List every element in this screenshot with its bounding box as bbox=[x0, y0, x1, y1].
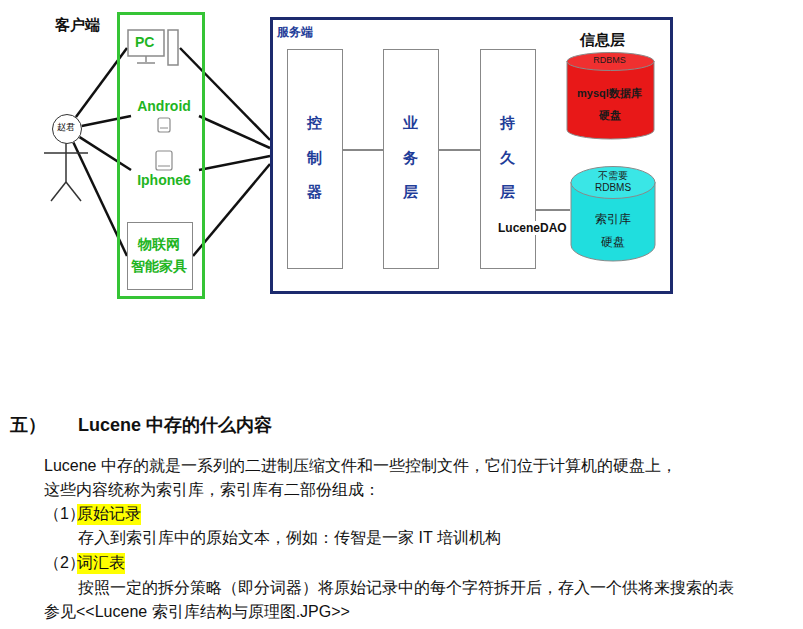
body-text: 按照一定的拆分策略（即分词器）将原始记录中的每个字符拆开后，存入一个供将来搜索的… bbox=[78, 578, 734, 599]
node-body: 索引库 硬盘 bbox=[590, 208, 636, 254]
phone-button-line bbox=[158, 166, 170, 167]
node-title: Iphone6 bbox=[131, 172, 197, 188]
layer-heading: 信息层 bbox=[580, 31, 625, 50]
index-library-cylinder: 不需要 RDBMS 索引库 硬盘 bbox=[570, 166, 656, 262]
node-title: 客户端 bbox=[55, 16, 100, 35]
connector-line bbox=[199, 156, 270, 170]
connector-label: LuceneDAO bbox=[497, 221, 568, 235]
node-title: 赵君 bbox=[53, 115, 78, 140]
iphone-device: Iphone6 bbox=[131, 150, 199, 190]
node-title: PC bbox=[135, 34, 154, 50]
connector-line bbox=[180, 48, 270, 140]
body-text: 这些内容统称为索引库，索引库有二部份组成： bbox=[44, 480, 380, 501]
section-number: 五） bbox=[10, 413, 46, 437]
node-title: 持久层 bbox=[500, 106, 515, 210]
client-group-box: PCAndroidIphone6物联网 智能家具客户端 bbox=[117, 12, 205, 299]
highlighted-term: 原始记录 bbox=[77, 504, 141, 525]
stick-figure bbox=[44, 142, 88, 201]
phone-outline bbox=[156, 151, 172, 170]
body-text: Lucene 中存的就是一系列的二进制压缩文件和一些控制文件，它们位于计算机的硬… bbox=[44, 456, 677, 477]
phone-outline bbox=[158, 118, 170, 132]
cylinder-top bbox=[567, 53, 654, 71]
section-heading: Lucene 中存的什么内容 bbox=[78, 413, 272, 437]
connector-line bbox=[82, 116, 131, 126]
figure-arms bbox=[44, 152, 88, 154]
phone-button-line bbox=[160, 128, 168, 129]
node-title: 物联网 智能家具 bbox=[128, 233, 190, 278]
service-layer-box: 业务层 bbox=[383, 49, 439, 269]
connector-line bbox=[343, 150, 383, 151]
connector-line bbox=[536, 210, 570, 211]
node-title: 不需要 RDBMS bbox=[588, 170, 638, 194]
pc-tower bbox=[168, 30, 178, 65]
body-text: 存入到索引库中的原始文本，例如：传智是一家 IT 培训机构 bbox=[78, 528, 501, 549]
node-body: mysql数据库 硬盘 bbox=[574, 82, 645, 126]
node-title: Android bbox=[131, 98, 197, 114]
body-text: 参见<<Lucene 索引库结构与原理图.JPG>> bbox=[44, 602, 350, 623]
figure-body bbox=[65, 142, 67, 182]
monitor-outline bbox=[128, 30, 164, 56]
monitor-base bbox=[137, 62, 155, 64]
persistence-layer-box: 持久层 bbox=[480, 49, 536, 269]
figure-leg bbox=[66, 182, 81, 201]
controller-layer-box: 控制器 bbox=[287, 49, 343, 269]
iot-device-box: 物联网 智能家具 bbox=[127, 222, 193, 290]
pc-device: PC bbox=[127, 29, 180, 67]
node-title: 服务端 bbox=[277, 24, 313, 41]
node-title: 控制器 bbox=[307, 106, 322, 210]
monitor-stand bbox=[145, 56, 147, 62]
connector-line bbox=[199, 116, 270, 148]
cylinder-top bbox=[571, 167, 655, 199]
server-box: 控制器 业务层 持久层 RDBMS mysql数据库 硬盘不需要 RDBMS 索引库 硬盘… bbox=[270, 17, 673, 294]
figure-leg bbox=[51, 182, 66, 201]
mysql-database-cylinder: RDBMS mysql数据库 硬盘 bbox=[566, 52, 655, 140]
highlighted-term: 词汇表 bbox=[77, 553, 125, 574]
node-title: 业务层 bbox=[403, 106, 418, 210]
user-head-circle: 赵君 bbox=[52, 114, 82, 144]
connector-line bbox=[439, 150, 480, 151]
cylinder-body bbox=[567, 61, 654, 139]
node-title: RDBMS bbox=[566, 55, 653, 65]
android-device: Android bbox=[131, 98, 199, 134]
